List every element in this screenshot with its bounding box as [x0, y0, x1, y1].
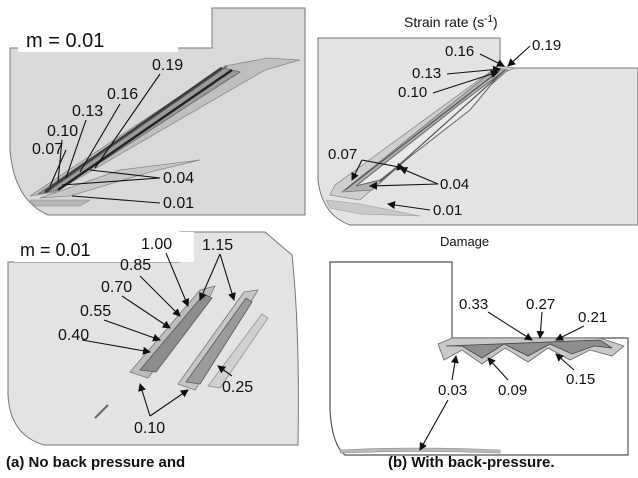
tr-leader-lines [351, 45, 531, 211]
bl-leader-lines [81, 252, 236, 417]
tl-label-0-13: 0.13 [72, 103, 103, 120]
tr-label-0-16: 0.16 [445, 43, 474, 60]
br-label-0-15: 0.15 [566, 371, 595, 388]
m-label-box [14, 232, 194, 262]
tl-label-0-07: 0.07 [32, 141, 63, 158]
bl-label-0-40: 0.40 [58, 327, 89, 344]
tl-label-0-19: 0.19 [152, 57, 183, 74]
bl-label-0-85: 0.85 [120, 257, 151, 274]
caption-left: (a) No back pressure and [6, 454, 186, 471]
caption-right: (b) With back-pressure. [388, 454, 555, 471]
bl-label-0-10: 0.10 [134, 420, 165, 437]
tl-label-0-04: 0.04 [163, 170, 194, 187]
tr-label-0-10: 0.10 [398, 84, 427, 101]
tr-title: Strain rate (s-1) [404, 14, 498, 30]
m-label-box [18, 22, 178, 52]
bl-m-label: m = 0.01 [20, 240, 91, 260]
br-contour-labels: 0.33 0.27 0.21 0.15 0.09 0.03 [438, 296, 607, 399]
bl-label-1-00: 1.00 [141, 236, 172, 253]
workpiece-outline [7, 231, 299, 446]
panel-damage-no-backpressure [7, 231, 299, 446]
tr-label-0-07: 0.07 [328, 146, 357, 163]
shear-band-contours [325, 65, 516, 217]
tr-label-0-04: 0.04 [440, 176, 469, 193]
tr-label-0-19: 0.19 [532, 37, 561, 54]
panel-damage-with-backpressure [329, 261, 629, 456]
tl-m-label: m = 0.01 [26, 30, 104, 52]
tr-contour-labels: 0.19 0.16 0.13 0.10 0.07 0.04 0.01 [328, 37, 561, 219]
tr-label-0-13: 0.13 [412, 65, 441, 82]
shear-band-contours [29, 57, 301, 207]
br-leader-lines [419, 311, 585, 451]
tl-label-0-10: 0.10 [47, 123, 78, 140]
br-label-0-09: 0.09 [498, 382, 527, 399]
panel-strain-no-backpressure [9, 7, 306, 216]
br-label-0-27: 0.27 [526, 296, 555, 313]
tl-leader-lines [49, 73, 161, 204]
bl-contour-labels: 1.00 1.15 0.85 0.70 0.55 0.40 0.25 0.10 [58, 236, 253, 437]
panel-strain-with-backpressure [317, 37, 638, 226]
br-label-0-03: 0.03 [438, 382, 467, 399]
tl-label-0-16: 0.16 [107, 86, 138, 103]
br-label-0-21: 0.21 [578, 309, 607, 326]
br-label-0-33: 0.33 [459, 296, 488, 313]
tr-label-0-01: 0.01 [433, 202, 462, 219]
workpiece-outline [317, 37, 638, 226]
bl-label-1-15: 1.15 [202, 237, 233, 254]
tl-label-0-01: 0.01 [163, 195, 194, 212]
bl-label-0-55: 0.55 [80, 303, 111, 320]
tl-contour-labels: 0.19 0.16 0.13 0.10 0.07 0.04 0.01 [32, 57, 194, 212]
bl-label-0-25: 0.25 [222, 379, 253, 396]
br-title: Damage [440, 234, 489, 249]
bl-label-0-70: 0.70 [101, 279, 132, 296]
